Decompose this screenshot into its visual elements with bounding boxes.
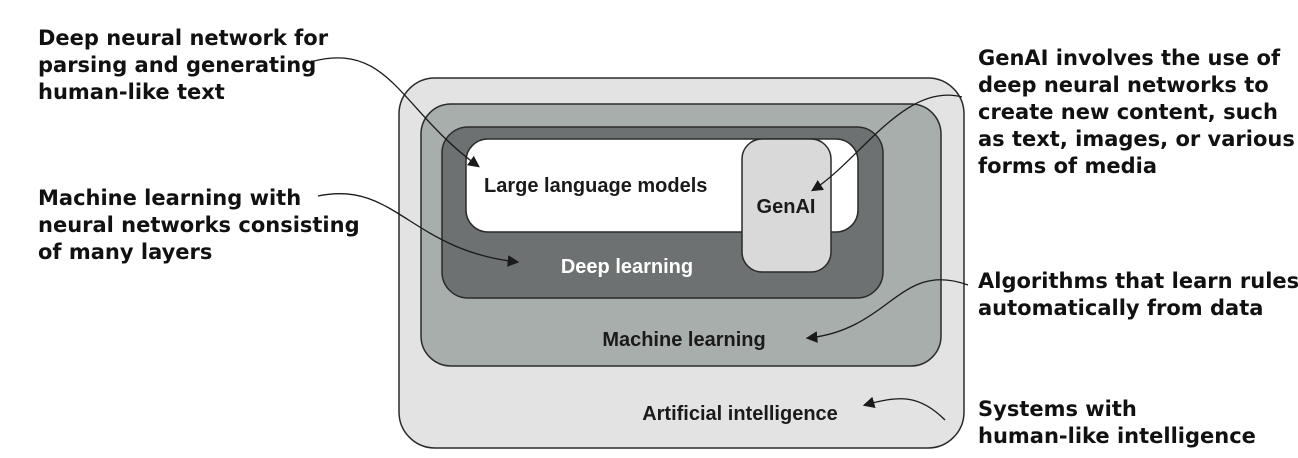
artificial-intelligence-label: Artificial intelligence <box>642 403 838 425</box>
deep-learning-annotation-line: neural networks consisting <box>38 213 360 237</box>
genai-annotation-line: deep neural networks to <box>978 73 1269 97</box>
llm-annotation-line: human-like text <box>38 80 225 104</box>
machine-learning-annotation-line: automatically from data <box>978 296 1264 320</box>
genai-annotation-line: GenAI involves the use of <box>978 46 1281 70</box>
genai-annotation: GenAI involves the use of deep neural ne… <box>978 45 1295 180</box>
llm-annotation-line: parsing and generating <box>38 53 317 77</box>
genai-annotation-line: as text, images, or various <box>978 127 1295 151</box>
large-language-models-label: Large language models <box>484 175 707 197</box>
genai-annotation-arrow <box>811 94 963 192</box>
genai-annotation-line: create new content, such <box>978 100 1278 124</box>
machine-learning-annotation: Algorithms that learn rules automaticall… <box>978 268 1298 322</box>
genai-label: GenAI <box>757 196 816 218</box>
genai-annotation-line: forms of media <box>978 154 1158 178</box>
llm-annotation-line: Deep neural network for <box>38 26 329 50</box>
artificial-intelligence-annotation-line: Systems with <box>978 397 1137 421</box>
deep-learning-label: Deep learning <box>561 256 693 278</box>
llm-annotation-arrow <box>309 57 480 168</box>
deep-learning-annotation-arrow <box>317 193 520 267</box>
machine-learning-label: Machine learning <box>602 329 765 351</box>
genai-box <box>741 138 832 273</box>
deep-learning-annotation-line: of many layers <box>38 240 213 264</box>
llm-annotation: Deep neural network for parsing and gene… <box>38 25 328 106</box>
deep-learning-annotation-line: Machine learning with <box>38 186 302 210</box>
artificial-intelligence-annotation-arrow <box>862 396 946 421</box>
deep-learning-annotation: Machine learning with neural networks co… <box>38 185 360 266</box>
artificial-intelligence-annotation: Systems with human-like intelligence <box>978 396 1256 450</box>
machine-learning-annotation-line: Algorithms that learn rules <box>978 269 1298 293</box>
artificial-intelligence-annotation-line: human-like intelligence <box>978 424 1256 448</box>
machine-learning-annotation-arrow <box>805 279 969 343</box>
